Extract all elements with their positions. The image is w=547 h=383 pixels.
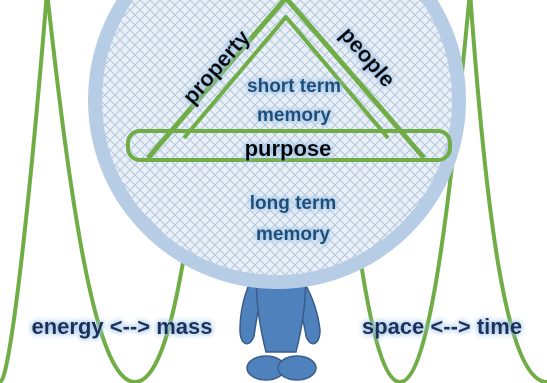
figure-right-foot: [277, 355, 317, 381]
space-time-label: space <--> time: [362, 314, 522, 339]
purpose-bar: [126, 129, 452, 162]
short-term-label-line1: short term: [247, 76, 341, 97]
long-term-label-line1: long term: [250, 193, 337, 214]
short-term-label-line2: memory: [257, 105, 331, 126]
energy-mass-label: energy <--> mass: [32, 314, 213, 339]
head-circle: [88, 0, 466, 289]
triangle-inner: [182, 15, 390, 140]
purpose-label: purpose: [245, 136, 332, 161]
triangle-outline: [146, 0, 426, 160]
long-term-label-line2: memory: [256, 224, 330, 245]
